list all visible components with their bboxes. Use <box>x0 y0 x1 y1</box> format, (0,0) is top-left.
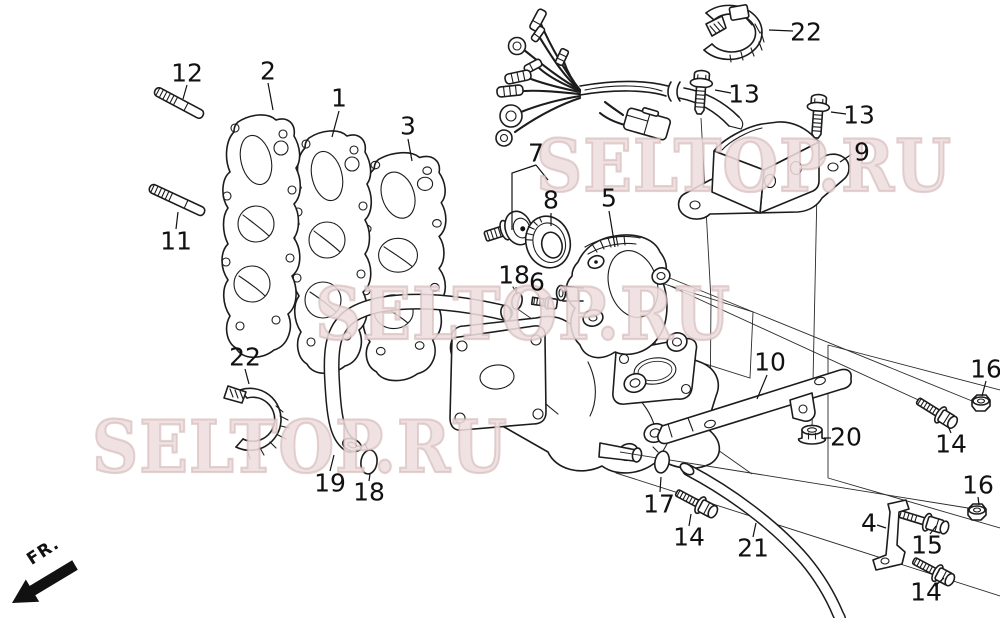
fr-direction-arrow: FR. <box>12 534 78 603</box>
seal-grommet-8 <box>520 211 576 273</box>
flange-bolt-13 <box>687 69 714 116</box>
flange-bolt-15 <box>888 503 951 538</box>
ring-terminal <box>509 38 526 55</box>
cylindrical-connector <box>504 69 532 84</box>
gasket-plate-3 <box>360 151 447 382</box>
clip-17 <box>653 444 671 474</box>
o-ring-18 <box>359 444 378 475</box>
bolt-axis-line <box>620 272 977 508</box>
flange-nut-20 <box>799 426 826 445</box>
regulator-bracket-9 <box>679 122 849 219</box>
clip-18 <box>511 287 524 310</box>
leader-lines <box>176 30 986 586</box>
clamp-bracket-4 <box>873 500 909 570</box>
water-pump-cover-5 <box>557 235 690 358</box>
wire-harness <box>496 8 743 146</box>
stud-bolt-12 <box>153 86 205 119</box>
water-pipe-19 <box>332 302 513 454</box>
stud-bolt-11 <box>148 183 206 217</box>
bullet-terminal <box>531 25 546 42</box>
intake-manifold <box>450 316 719 473</box>
flange-bolt-14 <box>908 551 959 591</box>
bullet-terminal <box>529 8 547 32</box>
ring-terminal <box>500 105 522 127</box>
fr-label: FR. <box>23 534 63 570</box>
inline-connector <box>555 48 569 66</box>
flush-hose-21 <box>678 461 840 618</box>
gasket-plate-2 <box>221 114 302 359</box>
two-pin-connector <box>623 104 672 141</box>
flange-nut-16 <box>971 394 991 412</box>
flange-bolt-14 <box>912 392 962 433</box>
flange-nut-16 <box>967 503 987 521</box>
ring-terminal <box>496 130 512 146</box>
cylindrical-connector <box>497 85 524 98</box>
tube-clamp-22-top <box>704 5 764 62</box>
bolt-6 <box>531 295 557 310</box>
mounting-bracket-10 <box>658 369 851 443</box>
tube-clamp-22-bottom <box>224 386 289 459</box>
